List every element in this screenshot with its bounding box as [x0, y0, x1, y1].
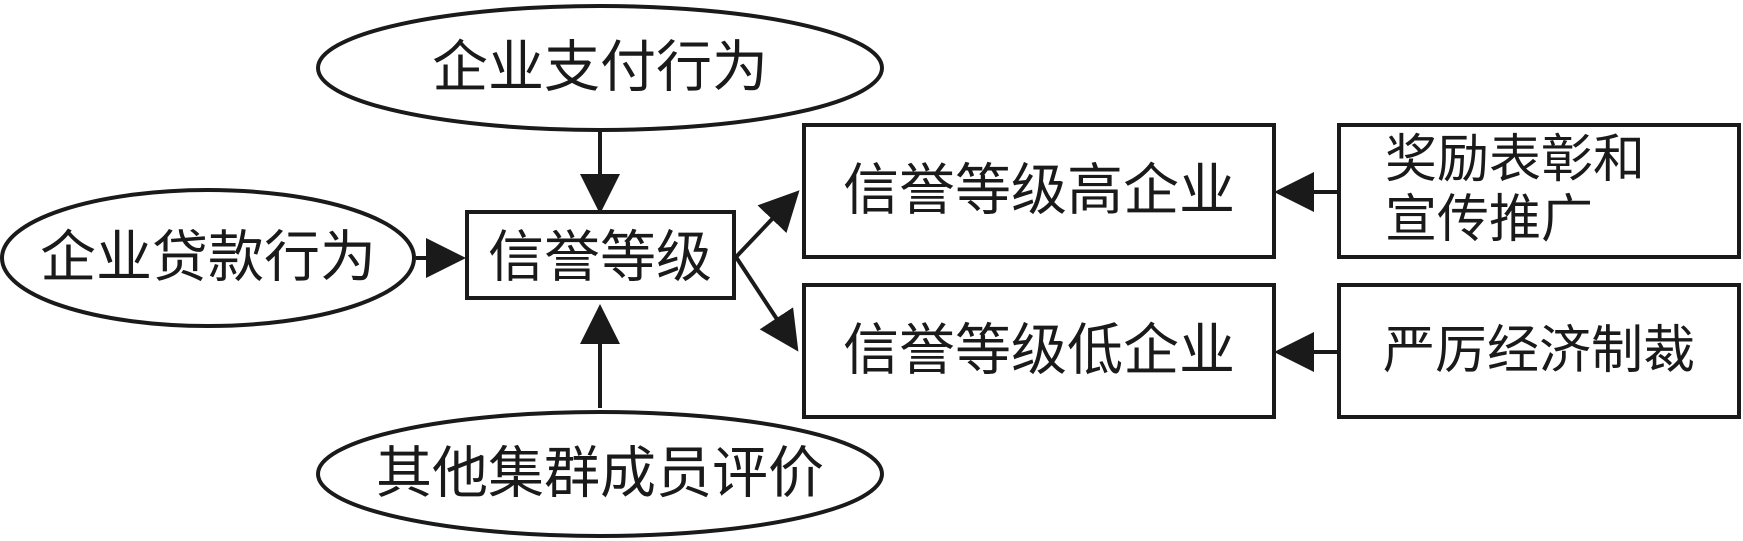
node-high-rating-firms: 信誉等级高企业 — [802, 123, 1276, 259]
payment-behavior-label: 企业支付行为 — [432, 36, 768, 101]
node-payment-behavior: 企业支付行为 — [316, 4, 884, 132]
node-low-rating-firms: 信誉等级低企业 — [802, 283, 1276, 419]
node-member-evaluation: 其他集群成员评价 — [316, 410, 884, 538]
node-loan-behavior: 企业贷款行为 — [0, 188, 416, 328]
connectors — [416, 132, 1339, 408]
node-sanctions: 严厉经济制裁 — [1337, 283, 1741, 419]
reward-line2-label: 宣传推广 — [1385, 190, 1593, 250]
arrow-rating-to-low — [734, 255, 799, 352]
sanctions-label: 严厉经济制裁 — [1383, 321, 1695, 381]
reward-line1-label: 奖励表彰和 — [1385, 130, 1645, 190]
loan-behavior-label: 企业贷款行为 — [40, 226, 376, 291]
arrow-rating-to-high — [734, 190, 800, 259]
low-rating-firms-label: 信誉等级低企业 — [843, 319, 1235, 384]
credit-rating-label: 信誉等级 — [488, 226, 712, 291]
member-evaluation-label: 其他集群成员评价 — [376, 442, 824, 507]
high-rating-firms-label: 信誉等级高企业 — [843, 159, 1235, 224]
node-credit-rating: 信誉等级 — [465, 210, 736, 300]
node-reward-promotion: 奖励表彰和 宣传推广 — [1337, 123, 1741, 259]
